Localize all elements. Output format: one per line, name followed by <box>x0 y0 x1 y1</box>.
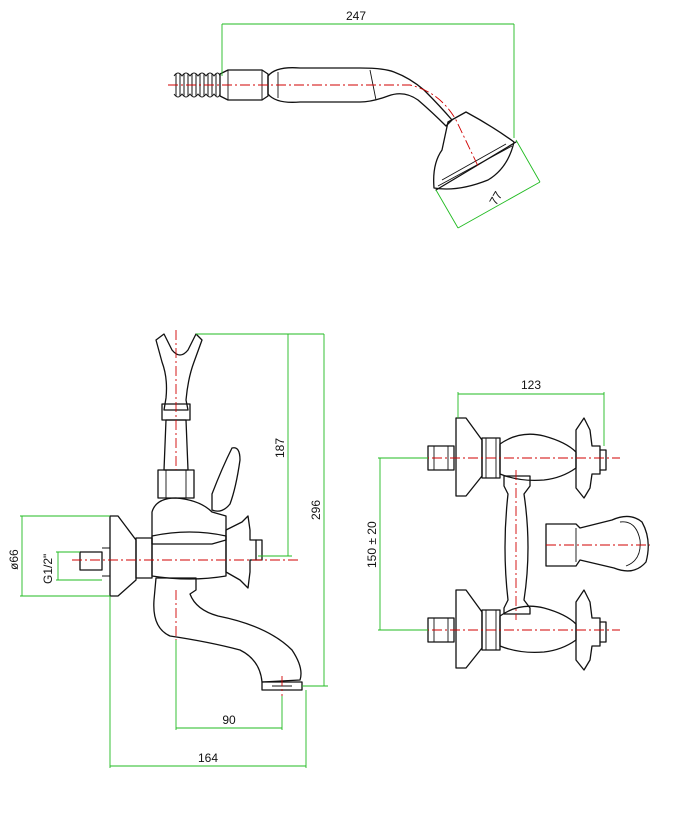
hand-shower-view: 247 77 <box>168 9 541 229</box>
hose-connector <box>219 69 269 101</box>
mixer-body-side <box>151 497 227 545</box>
lower-cross-handle <box>575 589 601 671</box>
dim-90-label: 90 <box>222 713 236 727</box>
bath-spout <box>153 577 302 683</box>
front-view: 123 150 ± 20 <box>365 378 650 671</box>
side-view: 187 296 ø66 G1/2" 90 164 <box>7 330 328 768</box>
dim-77-label: 77 <box>486 189 505 208</box>
dim-centres-label: 150 ± 20 <box>365 521 379 568</box>
spout-front <box>545 515 649 572</box>
upper-flange <box>455 417 483 497</box>
centre-column <box>503 475 531 615</box>
dim-thread-label: G1/2" <box>41 554 55 584</box>
diverter-lever <box>211 447 241 512</box>
dim-247-label: 247 <box>346 9 366 23</box>
wall-flange <box>109 515 137 597</box>
dim-187-label: 187 <box>273 438 287 458</box>
handshower-handle <box>267 67 453 127</box>
dim-296-label: 296 <box>309 500 323 520</box>
shower-cradle <box>155 333 203 411</box>
upper-valve-body <box>499 433 577 482</box>
lower-flange <box>455 589 483 669</box>
dim-164-label: 164 <box>198 751 218 765</box>
dim-flange-label: ø66 <box>7 549 21 570</box>
upper-cross-handle <box>575 417 601 499</box>
inlet-connector <box>79 551 103 571</box>
cross-handle-side <box>225 515 257 589</box>
dim-123-label: 123 <box>521 378 541 392</box>
shower-head <box>433 111 515 190</box>
lower-valve-body <box>499 605 577 654</box>
